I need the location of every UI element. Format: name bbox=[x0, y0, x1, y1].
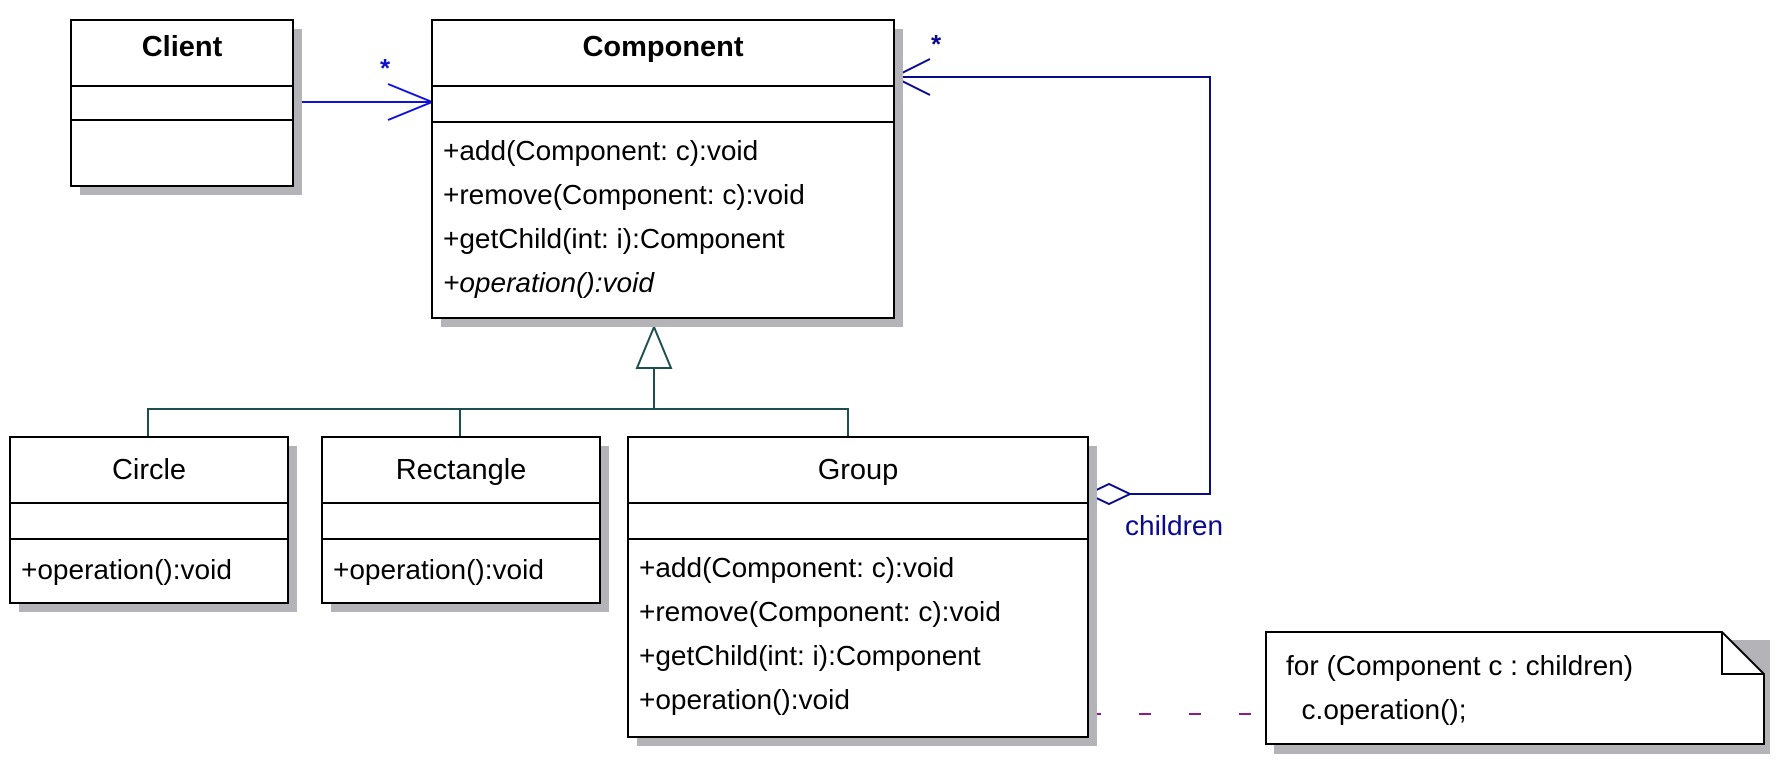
component-op-operation: +operation():void bbox=[443, 267, 654, 298]
client-attributes bbox=[72, 87, 292, 121]
note-line-2: c.operation(); bbox=[1286, 694, 1467, 725]
group-op-remove: +remove(Component: c):void bbox=[639, 596, 1001, 627]
component-operations: +add(Component: c):void +remove(Componen… bbox=[433, 123, 893, 305]
rectangle-op-operation: +operation():void bbox=[333, 554, 544, 585]
client-component-multiplicity: * bbox=[380, 53, 391, 83]
group-op-operation: +operation():void bbox=[639, 684, 850, 715]
component-attributes bbox=[433, 87, 893, 123]
component-class-name: Component bbox=[433, 21, 893, 87]
rectangle-class-name: Rectangle bbox=[323, 438, 599, 504]
note-folded-corner-icon bbox=[1721, 632, 1764, 675]
client-class[interactable]: Client bbox=[70, 19, 294, 187]
component-op-getchild: +getChild(int: i):Component bbox=[443, 223, 785, 254]
group-attributes bbox=[629, 504, 1087, 540]
circle-attributes bbox=[11, 504, 287, 540]
children-role-label: children bbox=[1125, 510, 1224, 541]
children-multiplicity: * bbox=[931, 29, 942, 59]
circle-op-operation: +operation():void bbox=[21, 554, 232, 585]
rectangle-class[interactable]: Rectangle +operation():void bbox=[321, 436, 601, 604]
group-op-add: +add(Component: c):void bbox=[639, 552, 955, 583]
circle-class[interactable]: Circle +operation():void bbox=[9, 436, 289, 604]
note-line-1: for (Component c : children) bbox=[1286, 650, 1634, 681]
rectangle-attributes bbox=[323, 504, 599, 540]
generalization-triangle-icon bbox=[635, 324, 673, 369]
group-class-name: Group bbox=[629, 438, 1087, 504]
client-class-name: Client bbox=[72, 21, 292, 87]
rectangle-operations: +operation():void bbox=[323, 540, 599, 592]
children-aggregation-line bbox=[894, 76, 1211, 495]
group-class[interactable]: Group +add(Component: c):void +remove(Co… bbox=[627, 436, 1089, 738]
group-operations: +add(Component: c):void +remove(Componen… bbox=[629, 540, 1087, 722]
note-body bbox=[1265, 631, 1765, 745]
generalization-branch-circle bbox=[147, 408, 849, 436]
aggregation-diamond-icon bbox=[1085, 482, 1133, 506]
component-op-remove: +remove(Component: c):void bbox=[443, 179, 805, 210]
component-op-add: +add(Component: c):void bbox=[443, 135, 759, 166]
circle-operations: +operation():void bbox=[11, 540, 287, 592]
component-class[interactable]: Component +add(Component: c):void +remov… bbox=[431, 19, 895, 319]
circle-class-name: Circle bbox=[11, 438, 287, 504]
group-op-getchild: +getChild(int: i):Component bbox=[639, 640, 981, 671]
